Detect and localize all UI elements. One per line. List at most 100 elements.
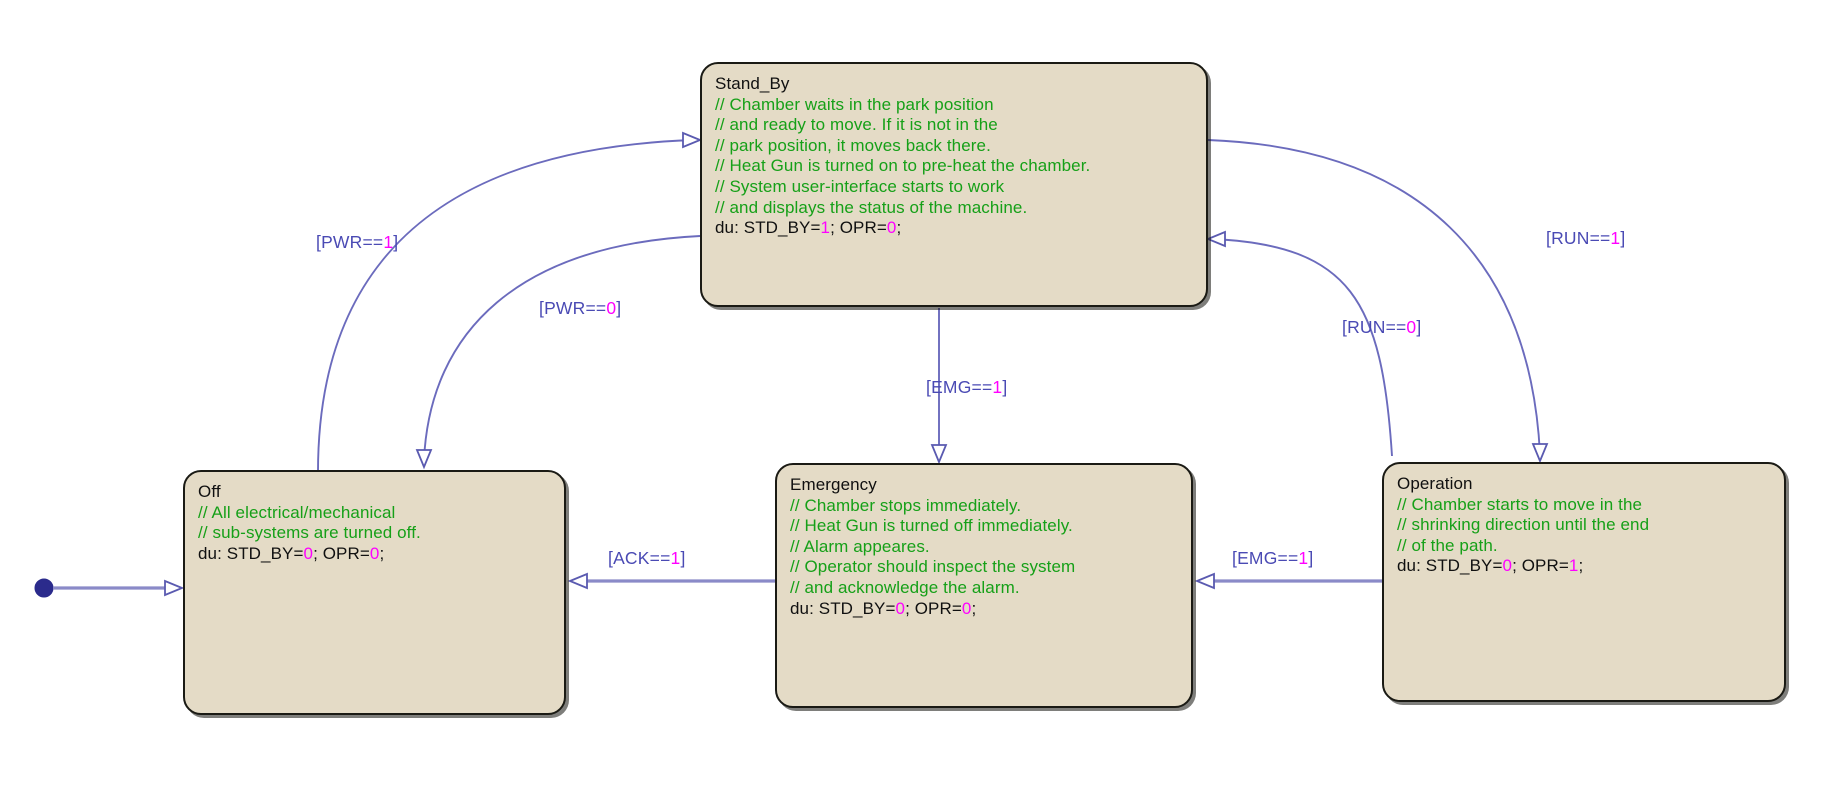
transition-pwr0-arrowhead (415, 449, 433, 470)
transition-pwr0 (415, 235, 701, 470)
state-stand-by-comment-6: // and displays the status of the machin… (715, 197, 1028, 217)
default-transition (34, 578, 185, 598)
label-var: ACK== (613, 548, 671, 568)
action-value-1: 1 (820, 218, 831, 238)
state-stand-by-title: Stand_By (715, 74, 790, 93)
transition-label-pwr0[interactable]: [PWR==0] (539, 298, 621, 319)
action-suffix: ; (379, 543, 385, 563)
action-mid: ; OPR= (1512, 556, 1569, 576)
label-val: 1 (992, 377, 1003, 397)
state-operation[interactable]: Operation // Chamber starts to move in t… (1382, 462, 1786, 702)
transition-run0-path (1213, 238, 1393, 457)
label-var: PWR== (321, 232, 384, 252)
label-val: 1 (670, 548, 681, 568)
label-var: RUN== (1551, 228, 1611, 248)
action-mid: ; OPR= (313, 543, 370, 563)
transition-label-run0[interactable]: [RUN==0] (1342, 317, 1421, 338)
transition-pwr0-path (423, 235, 701, 461)
transition-run1-arrowhead (1531, 443, 1549, 464)
transition-run0-arrowhead (1205, 230, 1226, 248)
action-mid: ; OPR= (830, 218, 887, 238)
state-stand-by-comment-5: // System user-interface starts to work (715, 176, 1005, 196)
transition-emg1-operation-arrowhead (1194, 572, 1215, 590)
state-operation-title: Operation (1397, 474, 1473, 493)
state-stand-by-comment-2: // and ready to move. If it is not in th… (715, 115, 998, 135)
default-transition-arrowhead (164, 579, 185, 597)
label-close: ] (1308, 548, 1314, 568)
label-val: 0 (606, 298, 617, 318)
state-operation-comment-3: // of the path. (1397, 535, 1498, 555)
label-open: [ (1546, 228, 1552, 248)
action-value-2: 0 (369, 543, 380, 563)
action-prefix: du: STD_BY= (1397, 556, 1503, 576)
state-stand-by-comment-4: // Heat Gun is turned on to pre-heat the… (715, 156, 1091, 176)
label-var: RUN== (1347, 317, 1407, 337)
state-off-action: du: STD_BY=0; OPR=0; (198, 544, 551, 565)
label-var: EMG== (931, 377, 993, 397)
state-emergency-comment-5: // and acknowledge the alarm. (790, 577, 1020, 597)
transition-pwr1-arrowhead (682, 131, 703, 149)
state-stand-by-comment-1: // Chamber waits in the park position (715, 94, 994, 114)
state-emergency-action: du: STD_BY=0; OPR=0; (790, 599, 1178, 620)
label-val: 1 (1298, 548, 1309, 568)
label-close: ] (616, 298, 622, 318)
action-prefix: du: STD_BY= (790, 598, 896, 618)
state-off-comment-1: // All electrical/mechanical (198, 502, 396, 522)
label-close: ] (1002, 377, 1008, 397)
action-suffix: ; (896, 218, 902, 238)
transition-pwr1 (317, 131, 703, 473)
transition-pwr1-path (317, 139, 695, 473)
action-prefix: du: STD_BY= (198, 543, 304, 563)
label-val: 0 (1406, 317, 1417, 337)
transition-ack1-arrowhead (567, 572, 588, 590)
transition-label-run1[interactable]: [RUN==1] (1546, 228, 1625, 249)
state-operation-comment-2: // shrinking direction until the end (1397, 515, 1650, 535)
state-emergency-comment-2: // Heat Gun is turned off immediately. (790, 516, 1073, 536)
label-close: ] (393, 232, 399, 252)
transition-emg1-standby-arrowhead (930, 444, 948, 465)
label-close: ] (1416, 317, 1422, 337)
state-emergency-comment-4: // Operator should inspect the system (790, 557, 1076, 577)
action-value-1: 0 (303, 543, 314, 563)
label-close: ] (680, 548, 686, 568)
action-suffix: ; (1578, 556, 1584, 576)
action-value-2: 1 (1568, 556, 1579, 576)
transition-label-emg1-standby[interactable]: [EMG==1] (926, 377, 1007, 398)
label-val: 1 (383, 232, 394, 252)
transition-label-emg1-operation[interactable]: [EMG==1] (1232, 548, 1313, 569)
state-off-comment-2: // sub-systems are turned off. (198, 523, 421, 543)
state-stand-by-action: du: STD_BY=1; OPR=0; (715, 218, 1193, 239)
action-value-2: 0 (961, 598, 972, 618)
state-off-title: Off (198, 482, 221, 501)
transition-ack1 (567, 572, 775, 590)
initial-state-dot (34, 578, 54, 598)
state-emergency[interactable]: Emergency // Chamber stops immediately. … (775, 463, 1193, 708)
action-value-1: 0 (895, 598, 906, 618)
state-stand-by[interactable]: Stand_By // Chamber waits in the park po… (700, 62, 1208, 307)
transition-run0 (1205, 230, 1393, 457)
label-val: 1 (1610, 228, 1621, 248)
transition-run1 (1207, 139, 1549, 464)
action-prefix: du: STD_BY= (715, 218, 821, 238)
state-emergency-comment-1: // Chamber stops immediately. (790, 495, 1022, 515)
label-open: [ (926, 377, 932, 397)
state-off[interactable]: Off // All electrical/mechanical // sub-… (183, 470, 566, 715)
action-suffix: ; (971, 598, 977, 618)
state-stand-by-comment-3: // park position, it moves back there. (715, 135, 991, 155)
transition-label-ack1[interactable]: [ACK==1] (608, 548, 686, 569)
transition-emg1-operation (1194, 572, 1382, 590)
transition-label-pwr1[interactable]: [PWR==1] (316, 232, 398, 253)
transition-run1-path (1207, 139, 1541, 455)
state-operation-comment-1: // Chamber starts to move in the (1397, 494, 1643, 514)
state-operation-action: du: STD_BY=0; OPR=1; (1397, 556, 1771, 577)
label-close: ] (1620, 228, 1626, 248)
label-var: EMG== (1237, 548, 1299, 568)
label-var: PWR== (544, 298, 607, 318)
label-open: [ (608, 548, 614, 568)
label-open: [ (1232, 548, 1238, 568)
action-value-2: 0 (886, 218, 897, 238)
action-value-1: 0 (1502, 556, 1513, 576)
state-emergency-title: Emergency (790, 475, 877, 494)
state-emergency-comment-3: // Alarm appeares. (790, 536, 930, 556)
